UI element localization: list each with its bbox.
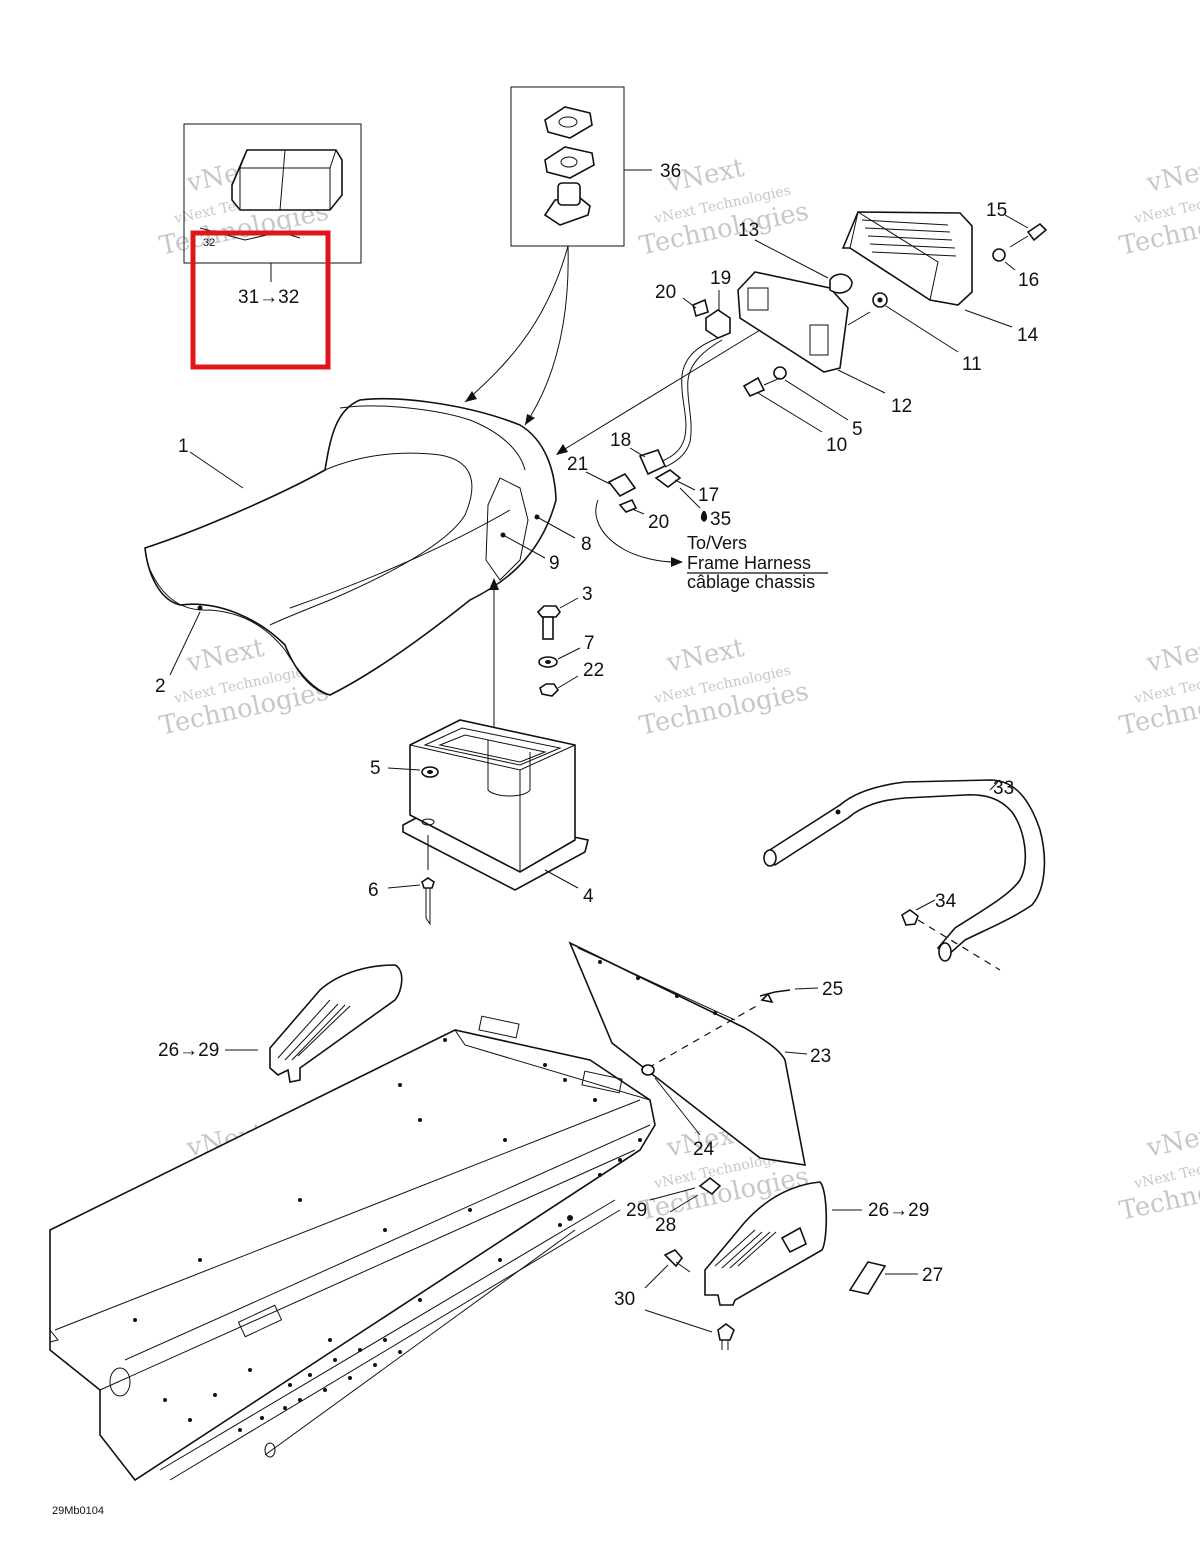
note-line-3: câblage chassis	[687, 572, 815, 592]
callout-3: 3	[582, 584, 593, 605]
svg-text:vNext: vNext	[1143, 153, 1200, 199]
svg-text:vNext: vNext	[1143, 1118, 1200, 1164]
callout-33: 33	[993, 778, 1014, 799]
callout-15: 15	[986, 200, 1007, 221]
callout-13: 13	[738, 220, 759, 241]
svg-text:vNext: vNext	[183, 633, 267, 679]
callout-36: 36	[660, 161, 681, 182]
snow-guard: 23 25 24	[568, 941, 843, 1166]
callout-1: 1	[178, 436, 189, 457]
callout-26-29-right: 26→29	[868, 1200, 929, 1221]
storage-box: 5 4 6	[368, 719, 594, 926]
callout-17: 17	[698, 485, 719, 506]
watermark-2: vNext vNext Technologies Technologies	[637, 153, 812, 262]
callout-12: 12	[891, 396, 912, 417]
taillight-assembly: 14 11 12 5 10 13 15 16 19 20 18 17 21 20…	[556, 200, 1048, 592]
inset-label-32: 32	[203, 237, 215, 249]
watermark-5: vNext vNext Technologies Technologies	[637, 633, 812, 742]
watermark-9: vNext vNext Technologies Technologies	[1117, 1118, 1200, 1227]
callout-11: 11	[962, 354, 982, 375]
callout-18: 18	[610, 430, 631, 451]
callout-29: 29	[626, 1200, 647, 1221]
callout-19: 19	[710, 268, 731, 289]
seat: 1 2 8 9	[144, 397, 592, 697]
callout-24: 24	[693, 1139, 715, 1160]
callout-26-29-left: 26→29	[158, 1040, 219, 1061]
note-line-1: To/Vers	[687, 533, 747, 553]
callout-6: 6	[368, 880, 379, 901]
rear-bumper-right: 26→29 27 30 29 28	[614, 1176, 943, 1350]
callout-28: 28	[655, 1215, 676, 1236]
callout-27: 27	[922, 1265, 943, 1286]
grab-handle: 33 34	[763, 778, 1046, 971]
callout-8: 8	[581, 534, 592, 555]
callout-9: 9	[549, 553, 560, 574]
svg-text:vNext: vNext	[663, 633, 747, 679]
callout-35: 35	[710, 509, 731, 530]
callout-14: 14	[1017, 325, 1039, 346]
callout-20-upper: 20	[655, 282, 676, 303]
callout-5-upper: 5	[852, 419, 863, 440]
callout-7: 7	[584, 633, 595, 654]
callout-20-lower: 20	[648, 512, 669, 533]
note-line-2: Frame Harness	[687, 553, 811, 573]
callout-25: 25	[822, 979, 843, 1000]
callout-22: 22	[583, 660, 604, 681]
svg-text:vNext: vNext	[1143, 633, 1200, 679]
fasteners-center: 3 7 22	[536, 584, 604, 697]
inset-callout-31-32: 31→32	[238, 287, 299, 308]
callout-10: 10	[826, 435, 847, 456]
inset-latch: 36	[464, 86, 681, 426]
callout-23: 23	[810, 1046, 831, 1067]
callout-2: 2	[155, 676, 166, 697]
tunnel-frame	[49, 1015, 656, 1482]
highlight-box	[190, 230, 331, 370]
callout-21: 21	[567, 454, 588, 475]
callout-5-lower: 5	[370, 758, 381, 779]
callout-30: 30	[614, 1289, 635, 1310]
inset-bumper: 32 31→32	[183, 123, 362, 308]
callout-4: 4	[583, 886, 594, 907]
rear-bumper-left: 26→29	[158, 964, 403, 1083]
watermark-3: vNext vNext Technologies Technologies	[1117, 153, 1200, 262]
watermark-6: vNext vNext Technologies Technologies	[1117, 633, 1200, 742]
diagram-code: 29Mb0104	[52, 1505, 104, 1517]
callout-16: 16	[1018, 270, 1039, 291]
callout-34: 34	[935, 891, 957, 912]
